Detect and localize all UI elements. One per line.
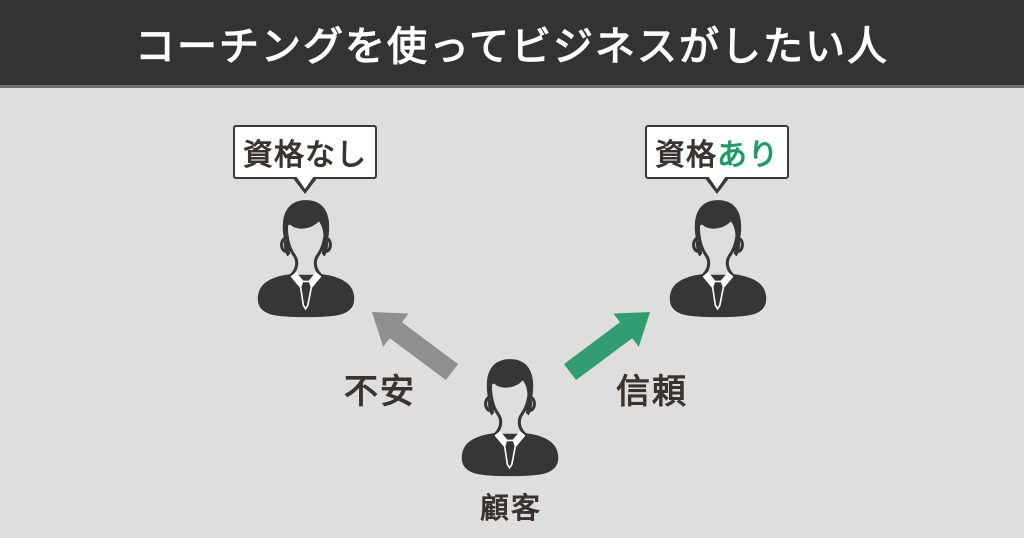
speech-bubble-has-qualification: 資格あり: [645, 125, 789, 194]
trust-arrow-icon: [563, 312, 650, 380]
bubble-left-prefix: 資格: [243, 138, 305, 173]
trust-label: 信頼: [616, 372, 688, 412]
customer-label: 顧客: [479, 491, 543, 525]
bubble-right-prefix: 資格: [655, 138, 717, 173]
person-has-qualification-icon: [667, 196, 769, 318]
bubble-right-suffix: あり: [717, 138, 779, 173]
speech-bubble-no-qualification: 資格なし: [233, 125, 377, 194]
bubble-left-suffix: なし: [305, 138, 367, 173]
unease-label: 不安: [344, 372, 416, 412]
page-title: コーチングを使ってビジネスがしたい人: [135, 23, 889, 70]
customer-icon: [459, 355, 561, 477]
person-no-qualification-icon: [255, 196, 357, 318]
title-bar: コーチングを使ってビジネスがしたい人: [0, 0, 1024, 88]
unease-arrow-icon: [372, 312, 459, 380]
